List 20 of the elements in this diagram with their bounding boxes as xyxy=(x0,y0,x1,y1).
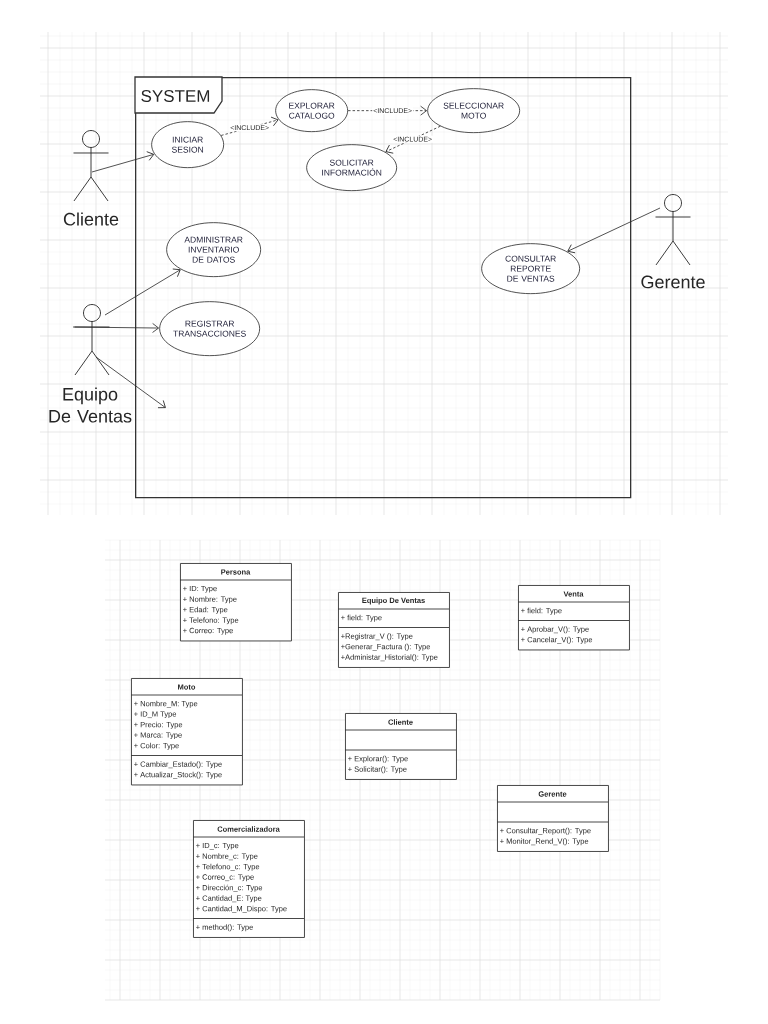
frame-title: SYSTEM xyxy=(141,90,210,102)
arrow xyxy=(347,105,427,116)
actor-label: Cliente xyxy=(63,212,119,226)
arrow xyxy=(72,323,159,333)
arrow xyxy=(220,116,279,136)
class-box xyxy=(344,713,457,780)
class-box xyxy=(337,592,450,668)
actor-label: Gerente xyxy=(641,275,705,289)
class-box xyxy=(517,585,630,651)
arrow xyxy=(91,151,155,173)
arrow xyxy=(567,207,661,254)
class-box xyxy=(179,563,292,642)
actor-label: Equipo De Ventas xyxy=(49,387,132,423)
class-box xyxy=(192,820,305,938)
system-boundary xyxy=(134,76,632,499)
arrow xyxy=(385,125,441,154)
class-box xyxy=(130,678,243,786)
arrow xyxy=(104,268,181,316)
class-box xyxy=(496,785,609,852)
arrow xyxy=(95,356,166,409)
